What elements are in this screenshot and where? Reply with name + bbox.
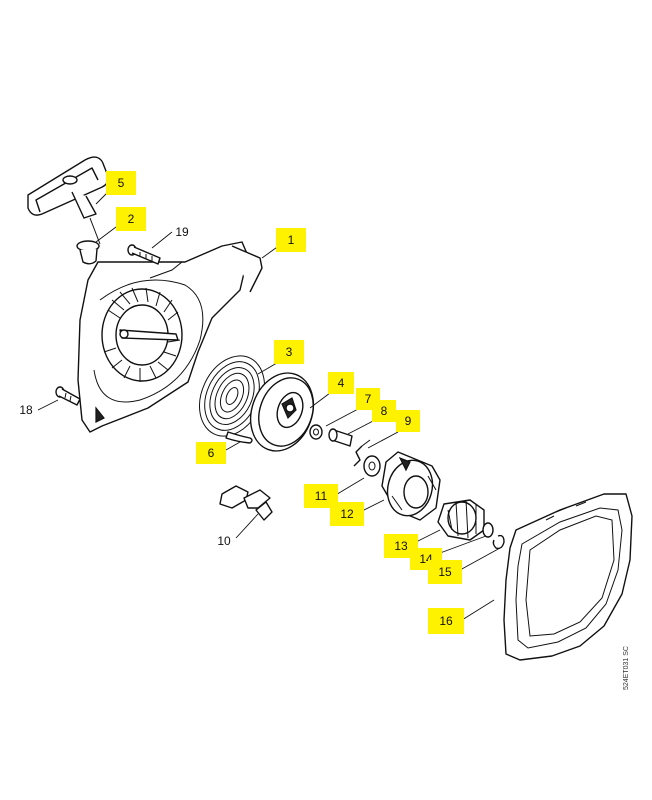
svg-text:16: 16 — [439, 614, 453, 628]
svg-text:12: 12 — [340, 507, 354, 521]
svg-text:4: 4 — [338, 376, 345, 390]
starter-cover — [503, 493, 633, 661]
svg-text:19: 19 — [175, 225, 189, 239]
svg-text:5: 5 — [118, 176, 125, 190]
svg-text:6: 6 — [208, 446, 215, 460]
spring-clip-9 — [353, 439, 371, 467]
pawl-carrier — [381, 451, 441, 521]
starter-rope — [225, 431, 253, 444]
svg-text:7: 7 — [365, 392, 372, 406]
svg-text:8: 8 — [381, 404, 388, 418]
svg-text:1: 1 — [288, 233, 295, 247]
starter-handle — [27, 156, 110, 245]
drawing-code: 524ET031 SC — [623, 646, 630, 690]
callout-2: 2 — [116, 207, 146, 231]
callout-15: 15 — [428, 560, 462, 584]
pawl-10 — [219, 485, 273, 521]
callout-1: 1 — [276, 228, 306, 252]
callout-6: 6 — [196, 442, 226, 464]
svg-text:10: 10 — [217, 534, 231, 548]
svg-text:2: 2 — [128, 212, 135, 226]
callout-18: 18 — [19, 403, 33, 417]
screw-19 — [127, 244, 161, 265]
washer-7 — [309, 424, 323, 440]
callout-10: 10 — [217, 534, 231, 548]
callout-3: 3 — [274, 340, 304, 364]
callout-8: 8 — [372, 400, 396, 422]
rope-guide-bush — [76, 240, 100, 265]
callout-9: 9 — [396, 410, 420, 432]
svg-text:11: 11 — [315, 489, 328, 503]
washer-14 — [482, 522, 494, 538]
svg-text:18: 18 — [19, 403, 33, 417]
callout-19: 19 — [175, 225, 189, 239]
svg-text:13: 13 — [394, 539, 408, 553]
washer-11 — [363, 455, 381, 477]
svg-text:3: 3 — [286, 345, 293, 359]
rope-rotor — [249, 372, 315, 452]
callout-12: 12 — [330, 502, 364, 526]
callout-16: 16 — [428, 608, 464, 634]
callout-4: 4 — [328, 372, 354, 394]
rope-pulley-13 — [437, 499, 485, 541]
callouts: 5 2 19 1 3 4 7 8 9 6 18 11 12 10 13 14 1… — [19, 171, 464, 634]
svg-text:9: 9 — [405, 414, 412, 428]
callout-5: 5 — [106, 171, 136, 195]
fan-housing — [77, 241, 263, 433]
pin-8 — [328, 428, 353, 447]
svg-text:15: 15 — [438, 565, 452, 579]
circlip-15 — [492, 534, 505, 550]
screw-18 — [55, 386, 81, 406]
parts-drawing: 524ET031 SC — [27, 156, 633, 690]
